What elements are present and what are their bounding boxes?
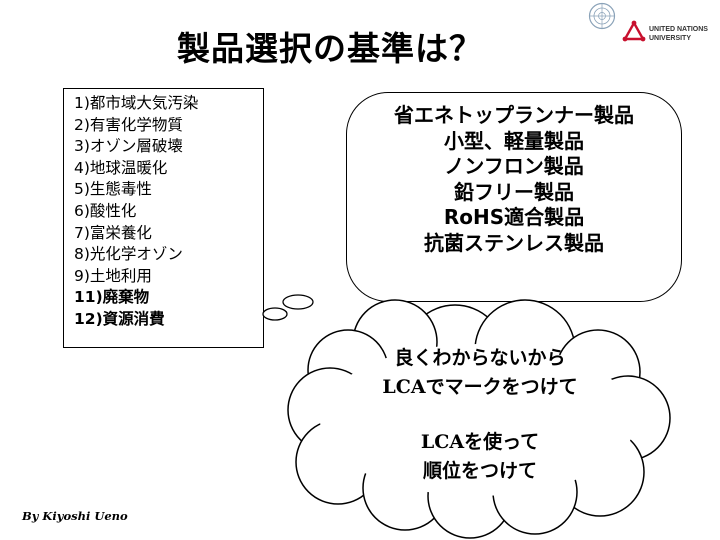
products-box: 省エネトップランナー製品 小型、軽量製品 ノンフロン製品 鉛フリー製品 RoHS… [346, 92, 682, 302]
thought-bubble-trail [262, 294, 314, 321]
criteria-item: 2)有害化学物質 [74, 115, 183, 134]
unu-name-line: UNIVERSITY [649, 35, 692, 42]
slide-title: 製品選択の基準は？ [177, 29, 483, 68]
criteria-item: 11)廃棄物 [74, 288, 150, 307]
unu-name: UNITED NATIONS UNIVERSITY [649, 25, 708, 43]
criteria-item: 9)土地利用 [74, 266, 152, 285]
criteria-box: 1)都市域大気汚染 2)有害化学物質 3)オゾン層破壊 4)地球温暖化 5)生態… [63, 88, 264, 348]
criteria-item: 4)地球温暖化 [74, 158, 168, 177]
product-item: RoHS適合製品 [443, 205, 585, 229]
thought-line: 順位をつけて [422, 460, 537, 482]
product-item: 抗菌ステンレス製品 [424, 230, 604, 255]
criteria-item: 5)生態毒性 [74, 180, 152, 199]
criteria-list: 1)都市域大気汚染 2)有害化学物質 3)オゾン層破壊 4)地球温暖化 5)生態… [64, 89, 263, 331]
criteria-item: 8)光化学オゾン [74, 245, 183, 264]
author-credit: By Kiyoshi Ueno [22, 509, 128, 523]
product-item: 鉛フリー製品 [454, 179, 574, 204]
thought-text-2: LCAを使って 順位をつけて [360, 428, 600, 486]
unu-name-line: UNITED NATIONS [649, 26, 708, 33]
unu-logo-icon [622, 20, 646, 42]
thought-line: 良くわからないから [394, 347, 566, 369]
criteria-item: 12)資源消費 [74, 309, 165, 328]
criteria-item: 3)オゾン層破壊 [74, 137, 183, 156]
criteria-item: 7)富栄養化 [74, 223, 152, 242]
thought-text-1: 良くわからないから LCAでマークをつけて [360, 344, 600, 402]
un-emblem-icon [588, 2, 616, 30]
cloud-body [287, 299, 671, 539]
thought-line: LCAでマークをつけて [382, 376, 578, 398]
product-item: 省エネトップランナー製品 [394, 103, 634, 127]
product-item: 小型、軽量製品 [444, 128, 584, 153]
criteria-item: 6)酸性化 [74, 201, 137, 220]
thought-line: LCAを使って [420, 431, 540, 453]
criteria-item: 1)都市域大気汚染 [74, 94, 199, 112]
product-item: ノンフロン製品 [444, 154, 584, 178]
